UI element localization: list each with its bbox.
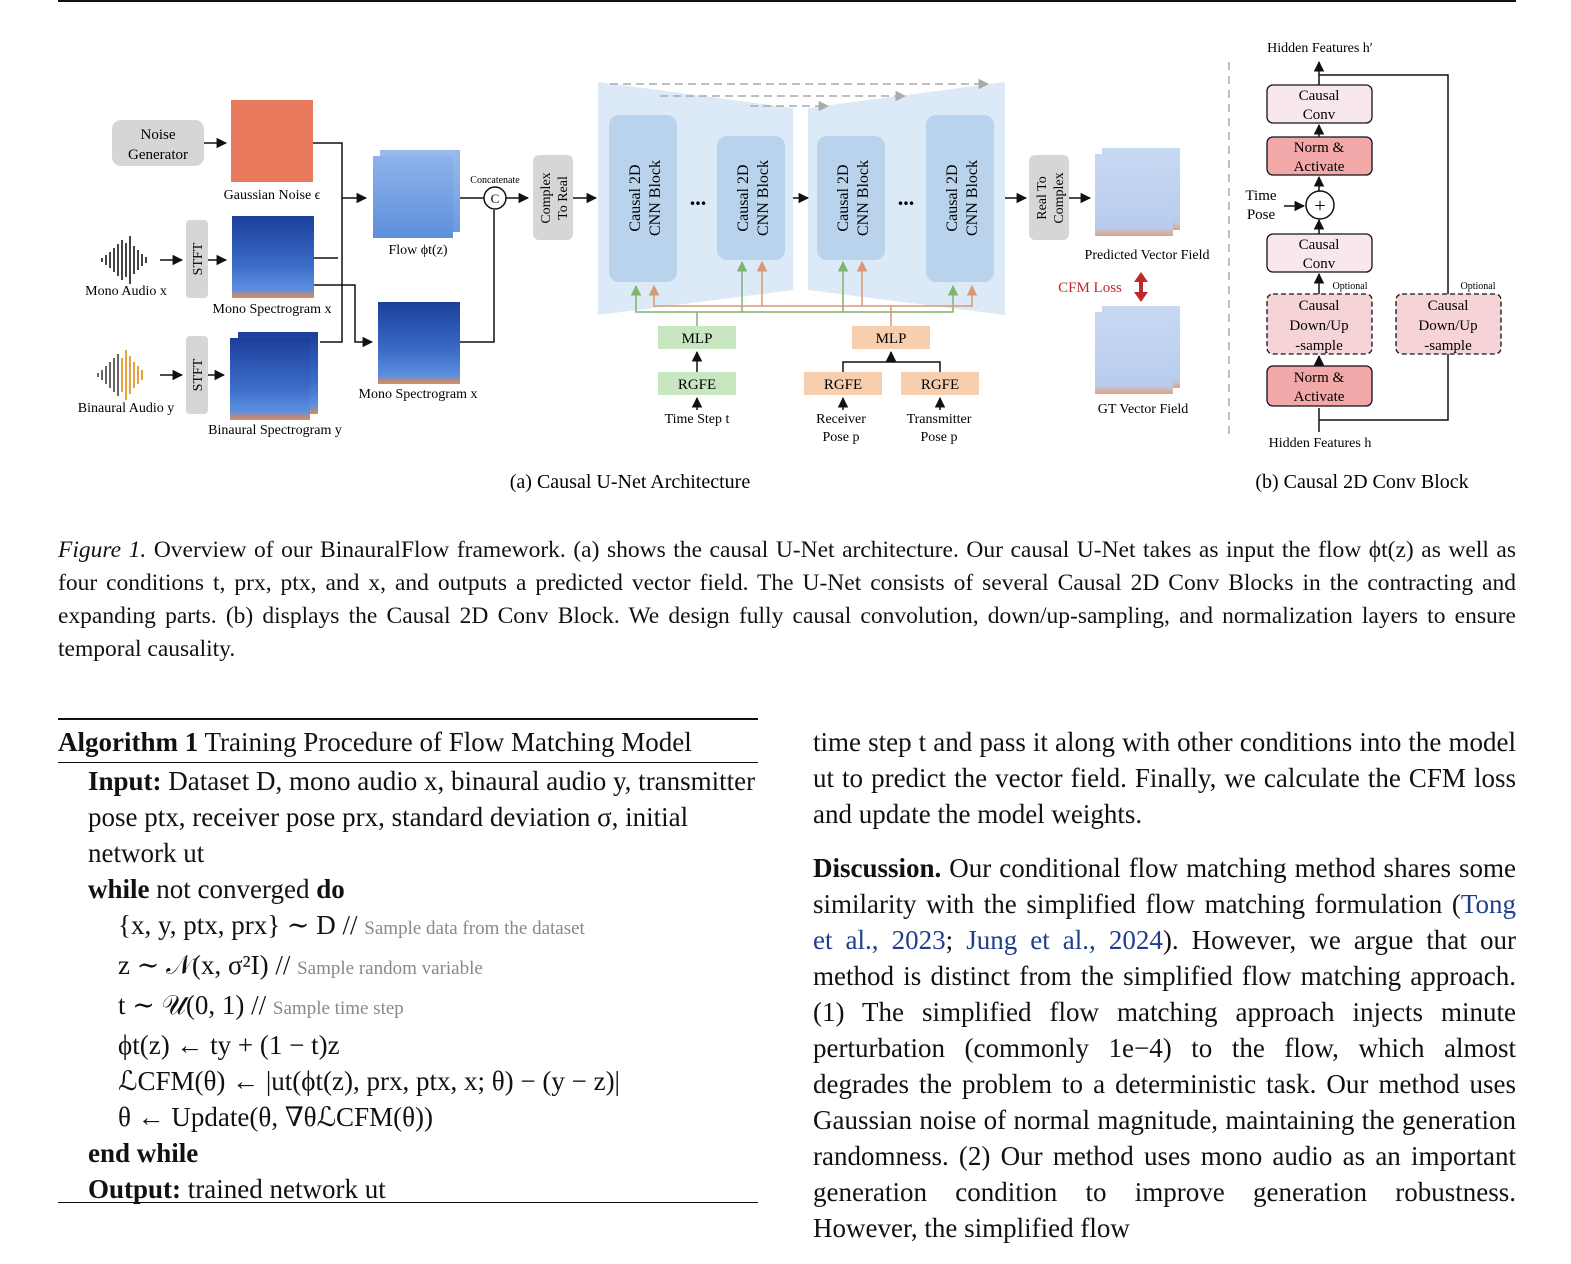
svg-text:+: + xyxy=(1314,195,1325,217)
svg-text:Norm &Activate: Norm &Activate xyxy=(1294,370,1345,405)
algorithm-input: Input: Dataset D, mono audio x, binaural… xyxy=(88,766,756,868)
cfm-loss-label: CFM Loss xyxy=(1058,280,1122,296)
mono-spectrogram-label-2: Mono Spectrogram x xyxy=(359,387,478,402)
algorithm-output: Output: trained network ut xyxy=(88,1174,386,1204)
algorithm-title: Algorithm 1 Training Procedure of Flow M… xyxy=(58,727,692,757)
rgfe-transmitter-box xyxy=(901,372,979,395)
mono-audio-label: Mono Audio x xyxy=(85,284,167,299)
concatenate-label: Concatenate xyxy=(470,175,520,186)
noise-generator-box xyxy=(112,120,204,166)
body-text: time step t and pass it along with other… xyxy=(813,724,1516,1264)
causal-conv-top xyxy=(1266,84,1373,124)
svg-text:Norm &Activate: Norm &Activate xyxy=(1294,140,1345,175)
algorithm-line-5: ℒCFM(θ) ← |ut(ϕt(z), prx, ptx, x; θ) − (… xyxy=(118,1066,620,1096)
mono-spectrogram-image xyxy=(232,216,314,298)
svg-text:RGFE: RGFE xyxy=(921,377,959,393)
binaural-spectrogram-label: Binaural Spectrogram y xyxy=(208,423,342,438)
subcaption-a: (a) Causal U-Net Architecture xyxy=(510,471,751,493)
gt-field-label: GT Vector Field xyxy=(1098,402,1188,417)
gt-field-image xyxy=(1095,312,1173,394)
algorithm-line-1: {x, y, ptx, prx} ∼ D // Sample data from… xyxy=(118,910,585,940)
rgfe-receiver-box xyxy=(804,372,882,395)
norm-activate-top xyxy=(1266,136,1373,176)
paragraph-1: time step t and pass it along with other… xyxy=(813,727,1516,829)
binaural-spectrogram-image xyxy=(230,338,310,420)
svg-text:Optional: Optional xyxy=(1333,281,1368,292)
svg-text:Optional: Optional xyxy=(1461,281,1496,292)
cnn-block-2 xyxy=(717,136,785,260)
subcaption-b: (b) Causal 2D Conv Block xyxy=(1255,471,1468,493)
svg-text:RGFE: RGFE xyxy=(678,377,716,393)
flow-label: Flow ϕt(z) xyxy=(388,243,447,258)
algorithm-while: while not converged do xyxy=(88,874,345,904)
top-rule xyxy=(58,0,1516,2)
caption-text: Overview of our BinauralFlow framework. … xyxy=(58,537,1517,662)
svg-text:...: ... xyxy=(690,185,707,210)
hidden-in-label: Hidden Features h xyxy=(1269,436,1372,451)
mono-waveform-icon xyxy=(101,236,147,284)
hidden-out-label: Hidden Features h′ xyxy=(1267,41,1373,56)
algorithm-box: Algorithm 1 Training Procedure of Flow M… xyxy=(58,718,758,1207)
mono-spectrogram-image-2 xyxy=(378,302,460,384)
algorithm-line-3: t ∼ 𝒰(0, 1) // Sample time step xyxy=(118,990,404,1020)
algorithm-line-4: ϕt(z) ← ty + (1 − t)z xyxy=(118,1030,340,1060)
binaural-audio-label: Binaural Audio y xyxy=(78,401,174,416)
causal-conv-bottom xyxy=(1266,233,1373,273)
svg-text:RGFE: RGFE xyxy=(824,377,862,393)
figure-caption: Figure 1. Overview of our BinauralFlow f… xyxy=(58,534,1516,666)
citation-tong[interactable]: Tong et al., 2023 xyxy=(813,889,1516,955)
binaural-waveform-icon xyxy=(97,350,143,400)
svg-text:STFT: STFT xyxy=(191,358,206,391)
rgfe-time-box xyxy=(658,372,736,395)
gaussian-noise-image xyxy=(231,100,313,182)
mlp-time-box xyxy=(658,326,736,349)
predicted-field-label: Predicted Vector Field xyxy=(1085,248,1210,263)
algorithm-line-2: z ∼ 𝒩(x, σ²I) // Sample random variable xyxy=(118,950,483,980)
mono-spectrogram-label: Mono Spectrogram x xyxy=(213,302,332,317)
norm-activate-bottom xyxy=(1266,365,1373,407)
paragraph-2: Discussion. Our conditional flow matchin… xyxy=(813,853,1517,1243)
real-to-complex-box xyxy=(1029,155,1069,240)
cnn-block-3 xyxy=(817,136,885,260)
citation-jung[interactable]: Jung et al., 2024 xyxy=(966,925,1163,955)
svg-text:MLP: MLP xyxy=(876,331,907,347)
svg-text:...: ... xyxy=(898,185,915,210)
svg-text:C: C xyxy=(491,191,500,206)
cnn-block-4 xyxy=(926,115,994,282)
gaussian-noise-label: Gaussian Noise ϵ xyxy=(224,188,321,203)
downsample-skip xyxy=(1395,293,1502,355)
mlp-pose-box xyxy=(852,326,930,349)
flow-image xyxy=(373,156,453,238)
caption-label: Figure 1. xyxy=(58,537,147,563)
algorithm-end-while: end while xyxy=(88,1138,199,1168)
predicted-field-image xyxy=(1095,154,1173,236)
algorithm-line-6: θ ← Update(θ, ∇θℒCFM(θ)) xyxy=(118,1102,433,1132)
svg-text:STFT: STFT xyxy=(191,242,206,275)
complex-to-real-box xyxy=(533,155,573,240)
cnn-block-1 xyxy=(609,115,677,282)
svg-text:MLP: MLP xyxy=(682,331,713,347)
cfm-arrow-icon xyxy=(1134,272,1148,302)
time-step-label: Time Step t xyxy=(665,412,730,427)
downsample-main xyxy=(1266,293,1373,355)
